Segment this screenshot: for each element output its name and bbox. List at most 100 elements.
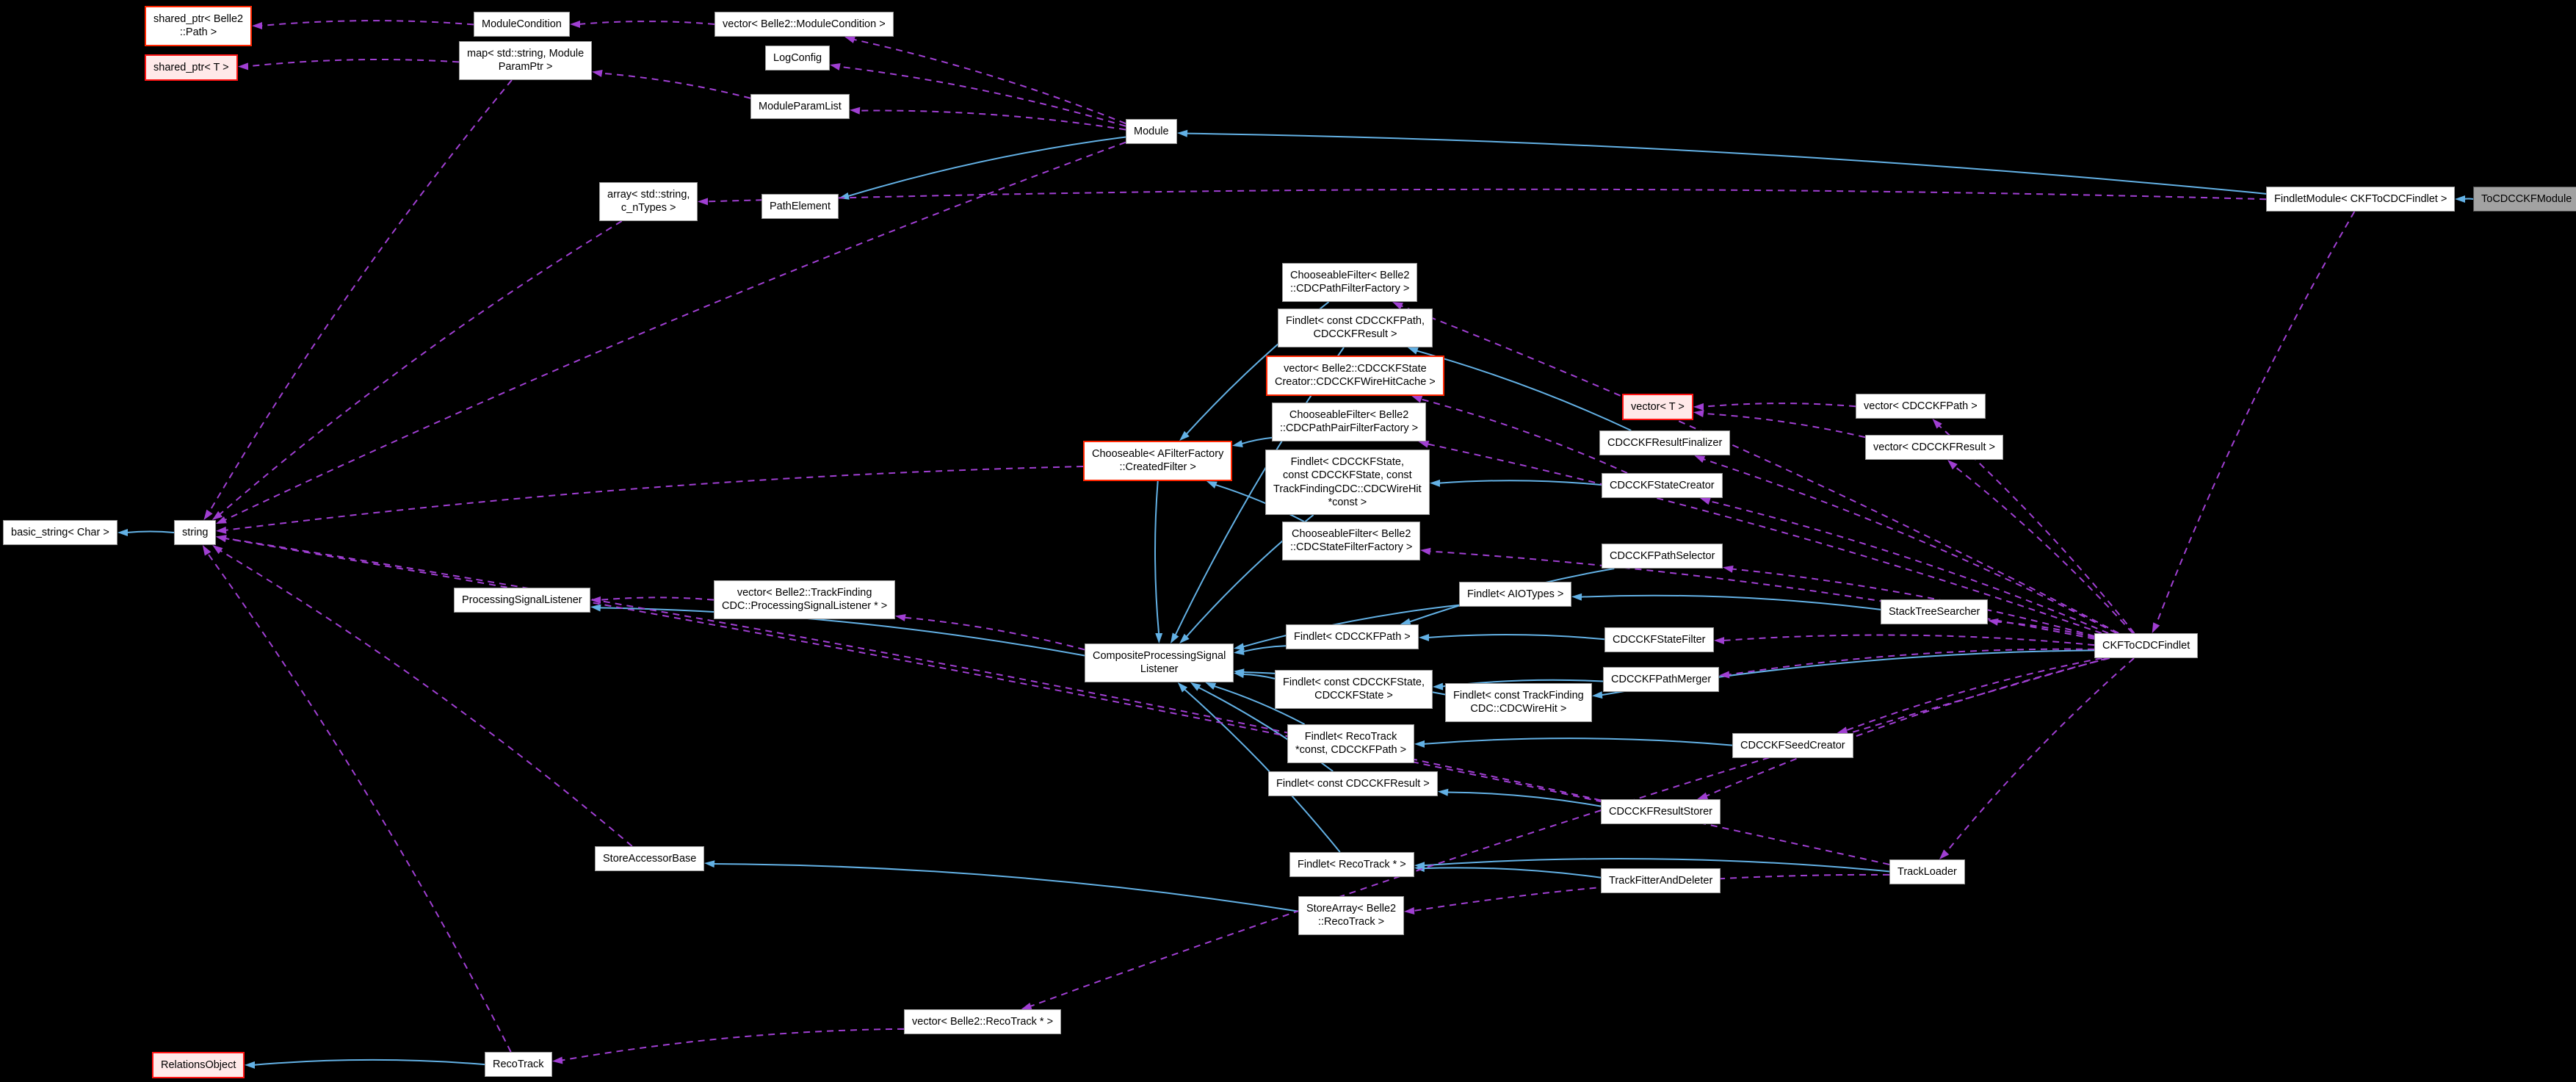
- node-path_element[interactable]: PathElement: [761, 194, 839, 220]
- usage-edge-ckftocdc_findlet-cdcckf_seed_creator: [1845, 657, 2102, 732]
- node-cdcckf_result_finalizer[interactable]: CDCCKFResultFinalizer: [1599, 430, 1731, 456]
- node-processing_signal_listener[interactable]: ProcessingSignalListener: [454, 588, 590, 613]
- arrowhead-track_loader-string: [216, 535, 227, 543]
- usage-edge-vector_cdcckfpath-vector_t: [1701, 403, 1856, 408]
- usage-edge-ckftocdc_findlet-chooseable_filter_state: [1428, 550, 2095, 640]
- node-findlet_cdcckfpath[interactable]: Findlet< CDCCKFPath >: [1286, 624, 1419, 650]
- arrowhead-map_string_moduleparamptr-shared_ptr_t: [238, 62, 249, 71]
- arrowhead-ckftocdc_findlet-cdcckf_result_finalizer: [1694, 455, 1706, 464]
- arrowhead-ckftocdc_findlet-findlet_const_wirehit: [1592, 691, 1603, 699]
- node-map_string_moduleparamptr[interactable]: map< std::string, Module ParamPtr >: [459, 41, 593, 80]
- node-findlet_module[interactable]: FindletModule< CKFToCDCFindlet >: [2266, 187, 2456, 212]
- arrowhead-string-basic_string: [117, 529, 128, 536]
- node-chooseable_filter_state[interactable]: ChooseableFilter< Belle2 ::CDCStateFilte…: [1282, 522, 1421, 560]
- node-cdcckf_path_merger[interactable]: CDCCKFPathMerger: [1603, 667, 1720, 693]
- usage-edge-map_string_moduleparamptr-string: [208, 79, 513, 513]
- usage-edge-module-module_param_list: [858, 109, 1126, 131]
- usage-edge-vector_module_condition-module_condition: [578, 21, 715, 25]
- node-relations_object[interactable]: RelationsObject: [152, 1052, 245, 1079]
- inheritance-edge-string-basic_string: [126, 530, 175, 533]
- arrowhead-cdcckf_state_creator-vector_wirehitcache: [1411, 396, 1423, 403]
- node-basic_string[interactable]: basic_string< Char >: [3, 520, 117, 546]
- node-findlet_aiotypes[interactable]: Findlet< AIOTypes >: [1459, 582, 1572, 607]
- node-vector_cdcckfpath[interactable]: vector< CDCCKFPath >: [1856, 394, 1986, 419]
- node-vector_recotrack_ptr[interactable]: vector< Belle2::RecoTrack * >: [904, 1009, 1062, 1035]
- node-vector_t[interactable]: vector< T >: [1622, 394, 1693, 421]
- arrowhead-ckftocdc_findlet-cdcckf_path_merger: [1719, 671, 1730, 679]
- node-module[interactable]: Module: [1126, 119, 1177, 145]
- arrowhead-composite_psl-processing_signal_listener: [590, 604, 601, 612]
- arrowhead-findlet_cdcckfpath-composite_psl: [1234, 647, 1245, 655]
- arrowhead-tocdcckf_module-findlet_module: [2455, 195, 2465, 203]
- inheritance-edge-cdcckf_result_storer-findlet_const_result: [1446, 791, 1602, 807]
- arrowhead-vector_recotrack_ptr-reco_track: [552, 1056, 563, 1064]
- node-findlet_recotrack_const_path[interactable]: Findlet< RecoTrack *const, CDCCKFPath >: [1287, 724, 1415, 763]
- node-log_config[interactable]: LogConfig: [765, 46, 831, 71]
- node-findlet_state_state_wirehit[interactable]: Findlet< CDCCKFState, const CDCCKFState,…: [1265, 450, 1430, 516]
- arrowhead-cdcckf_path_selector-findlet_cdcckfpath: [1400, 618, 1411, 626]
- inheritance-edge-cdcckf_state_filter-findlet_cdcckfpath: [1427, 634, 1605, 641]
- arrowhead-store_array_recotrack-store_accessor_base: [704, 860, 715, 868]
- node-string[interactable]: string: [174, 520, 217, 546]
- inheritance-edge-findlet_const_state_state-composite_psl: [1242, 673, 1276, 679]
- usage-edge-ckftocdc_findlet-cdcckf_state_filter: [1722, 634, 2095, 646]
- usage-edge-module-log_config: [838, 65, 1126, 127]
- node-store_array_recotrack[interactable]: StoreArray< Belle2 ::RecoTrack >: [1298, 896, 1405, 935]
- node-shared_ptr_t[interactable]: shared_ptr< T >: [145, 54, 238, 82]
- node-findlet_const_result[interactable]: Findlet< const CDCCKFResult >: [1268, 771, 1438, 797]
- node-store_accessor_base[interactable]: StoreAccessorBase: [595, 846, 705, 872]
- node-reco_track[interactable]: RecoTrack: [485, 1052, 552, 1078]
- arrowhead-vector_cdcckfpath-vector_t: [1693, 403, 1704, 411]
- arrowhead-cdcckf_state_creator-findlet_state_state_wirehit: [1430, 479, 1441, 487]
- arrowhead-chooseable_filter_pathpair-chooseable_created_filter: [1232, 440, 1243, 447]
- arrowhead-findlet_state_state_wirehit-composite_psl: [1179, 633, 1190, 643]
- node-vector_wirehitcache[interactable]: vector< Belle2::CDCCKFState Creator::CDC…: [1266, 356, 1444, 396]
- arrowhead-module-vector_module_condition: [844, 36, 855, 43]
- node-track_loader[interactable]: TrackLoader: [1889, 859, 1965, 885]
- node-tocdcckf_module[interactable]: ToCDCCKFModule: [2473, 187, 2576, 212]
- node-stack_tree_searcher[interactable]: StackTreeSearcher: [1881, 599, 1989, 625]
- node-cdcckf_state_filter[interactable]: CDCCKFStateFilter: [1604, 627, 1714, 653]
- usage-edge-ckftocdc_findlet-chooseable_filter_pathpair: [1426, 443, 2102, 634]
- node-ckftocdc_findlet[interactable]: CKFToCDCFindlet: [2094, 633, 2199, 659]
- node-findlet_const_wirehit[interactable]: Findlet< const TrackFinding CDC::CDCWire…: [1445, 683, 1592, 722]
- node-chooseable_created_filter[interactable]: Chooseable< AFilterFactory ::CreatedFilt…: [1083, 441, 1233, 481]
- node-chooseable_filter_pathpair[interactable]: ChooseableFilter< Belle2 ::CDCPathPairFi…: [1272, 403, 1427, 441]
- arrowhead-stack_tree_searcher-findlet_aiotypes: [1571, 593, 1582, 601]
- node-vector_module_condition[interactable]: vector< Belle2::ModuleCondition >: [714, 12, 894, 37]
- arrowhead-ckftocdc_findlet-cdcckf_path_selector: [1723, 565, 1734, 573]
- node-composite_psl[interactable]: CompositeProcessingSignal Listener: [1085, 643, 1234, 682]
- arrowhead-vector_cdcckfresult-vector_t: [1693, 410, 1704, 418]
- arrowhead-ckftocdc_findlet-stack_tree_searcher: [1988, 618, 1999, 626]
- arrowhead-findlet_const_wirehit-composite_psl: [1234, 668, 1245, 677]
- arrowhead-ckftocdc_findlet-track_loader: [1939, 849, 1950, 859]
- arrowhead-cdcckf_seed_creator-findlet_recotrack_const_path: [1414, 740, 1425, 748]
- inheritance-edge-composite_psl-processing_signal_listener: [598, 607, 1085, 657]
- node-track_fitter_deleter[interactable]: TrackFitterAndDeleter: [1601, 868, 1721, 894]
- inheritance-edge-store_array_recotrack-store_accessor_base: [712, 863, 1299, 912]
- arrowhead-module-string: [216, 516, 227, 524]
- arrowhead-track_loader-findlet_recotrack_ptr: [1414, 862, 1425, 870]
- node-module_param_list[interactable]: ModuleParamList: [750, 94, 850, 120]
- node-findlet_const_state_state[interactable]: Findlet< const CDCCKFState, CDCCKFState …: [1275, 670, 1433, 709]
- node-findlet_const_path_result[interactable]: Findlet< const CDCCKFPath, CDCCKFResult …: [1278, 309, 1433, 347]
- usage-edge-reco_track-string: [206, 552, 512, 1053]
- node-array_string_ntypes[interactable]: array< std::string, c_nTypes >: [599, 182, 698, 221]
- node-cdcckf_state_creator[interactable]: CDCCKFStateCreator: [1602, 473, 1723, 499]
- usage-edge-module-vector_module_condition: [853, 38, 1126, 125]
- usage-edge-vector_cdcckfresult-vector_t: [1701, 412, 1866, 439]
- usage-edge-chooseable_created_filter-string: [224, 466, 1084, 531]
- arrowhead-cdcckf_result_finalizer-findlet_const_path_result: [1407, 347, 1419, 355]
- node-findlet_recotrack_ptr[interactable]: Findlet< RecoTrack * >: [1289, 852, 1414, 878]
- node-vector_cdcckfresult[interactable]: vector< CDCCKFResult >: [1865, 435, 2003, 461]
- usage-edge-ckftocdc_findlet-vector_recotrack_ptr: [1029, 657, 2108, 1008]
- usage-edge-ckftocdc_findlet-vector_cdcckfresult: [1953, 465, 2134, 634]
- node-cdcckf_seed_creator[interactable]: CDCCKFSeedCreator: [1732, 733, 1853, 759]
- node-vector_psl[interactable]: vector< Belle2::TrackFinding CDC::Proces…: [714, 580, 896, 619]
- arrowhead-cdcckf_result_storer-findlet_const_result: [1438, 788, 1449, 796]
- node-module_condition[interactable]: ModuleCondition: [474, 12, 570, 37]
- node-cdcckf_path_selector[interactable]: CDCCKFPathSelector: [1602, 544, 1723, 569]
- node-shared_ptr_belle2_path[interactable]: shared_ptr< Belle2 ::Path >: [145, 6, 253, 46]
- node-chooseable_filter_path[interactable]: ChooseableFilter< Belle2 ::CDCPathFilter…: [1282, 263, 1418, 302]
- node-cdcckf_result_storer[interactable]: CDCCKFResultStorer: [1601, 799, 1721, 825]
